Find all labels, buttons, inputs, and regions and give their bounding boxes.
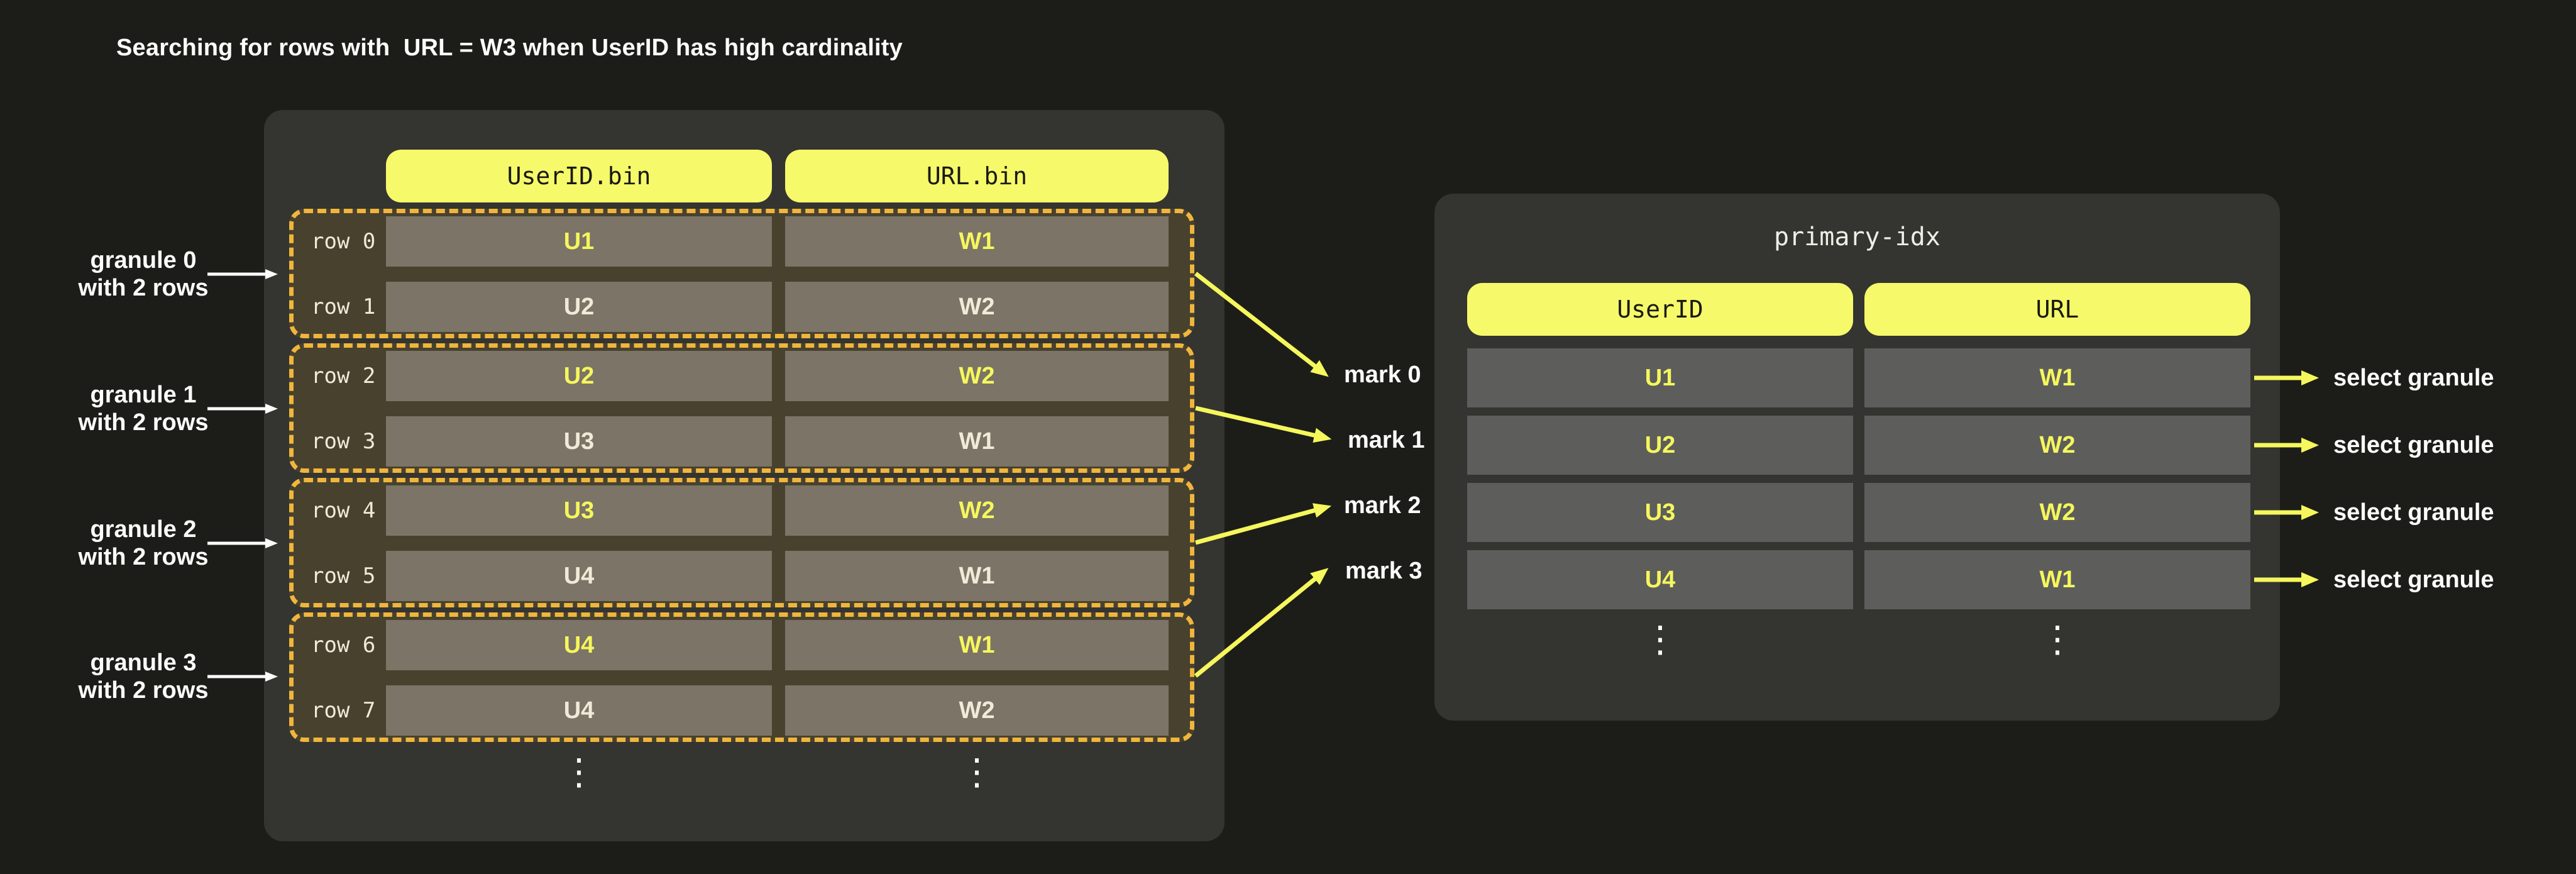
granule-box-0: row 0 U1 W1 row 1 U2 W2 bbox=[289, 209, 1194, 338]
row-label: row 5 bbox=[311, 563, 376, 589]
row-label: row 2 bbox=[311, 363, 376, 389]
userid-bin-cell: U2 bbox=[386, 351, 772, 401]
userid-index-ellipsis: ⋮ bbox=[1642, 617, 1678, 660]
granule-2-label: granule 2 with 2 rows bbox=[24, 516, 263, 571]
url-index-cell: W1 bbox=[1864, 348, 2250, 407]
granule-3-label-line2: with 2 rows bbox=[78, 677, 209, 704]
granule-1-label-line1: granule 1 bbox=[90, 382, 197, 408]
granule-box-1: row 2 U2 W2 row 3 U3 W1 bbox=[289, 343, 1194, 473]
url-bin-cell: W1 bbox=[785, 551, 1169, 601]
select-granule-3-label: select granule bbox=[2333, 567, 2494, 593]
url-bin-cell: W1 bbox=[785, 416, 1169, 467]
userid-index-cell: U3 bbox=[1467, 483, 1853, 542]
select-granule-2-label: select granule bbox=[2333, 499, 2494, 526]
mark-1-label: mark 1 bbox=[1348, 427, 1425, 453]
userid-bin-cell: U4 bbox=[386, 551, 772, 601]
primary-index-panel: primary-idx UserID URL U1 W1 U2 W2 U3 W2… bbox=[1434, 194, 2280, 721]
url-index-cell: W2 bbox=[1864, 416, 2250, 475]
mark-3-label: mark 3 bbox=[1345, 558, 1423, 584]
granule-0-label-line1: granule 0 bbox=[90, 247, 197, 274]
row-label: row 4 bbox=[311, 498, 376, 523]
granule-2-label-line1: granule 2 bbox=[90, 516, 197, 543]
userid-bin-cell: U3 bbox=[386, 485, 772, 536]
row-label: row 0 bbox=[311, 229, 376, 254]
userid-bin-cell: U2 bbox=[386, 282, 772, 332]
userid-index-cell: U2 bbox=[1467, 416, 1853, 475]
userid-bin-cell: U4 bbox=[386, 685, 772, 736]
granule-0-label-line2: with 2 rows bbox=[78, 275, 209, 301]
granule-0-label: granule 0 with 2 rows bbox=[24, 246, 263, 302]
userid-bin-column-header: UserID.bin bbox=[386, 150, 772, 202]
row-label: row 6 bbox=[311, 633, 376, 658]
granule-2-label-line2: with 2 rows bbox=[78, 544, 209, 570]
granule-1-label-line2: with 2 rows bbox=[78, 409, 209, 436]
select-granule-1-label: select granule bbox=[2333, 432, 2494, 458]
url-bin-cell: W2 bbox=[785, 485, 1169, 536]
row-label: row 3 bbox=[311, 429, 376, 454]
userid-bin-cell: U1 bbox=[386, 216, 772, 267]
url-bin-cell: W1 bbox=[785, 216, 1169, 267]
mark-0-label: mark 0 bbox=[1344, 362, 1421, 388]
mark-2-label: mark 2 bbox=[1344, 492, 1421, 519]
url-bin-column-header: URL.bin bbox=[785, 150, 1169, 202]
url-bin-ellipsis: ⋮ bbox=[959, 750, 995, 793]
primary-index-title: primary-idx bbox=[1774, 223, 1940, 252]
userid-index-column-header: UserID bbox=[1467, 283, 1853, 336]
granule-3-label-line1: granule 3 bbox=[90, 650, 197, 676]
granule-box-2: row 4 U3 W2 row 5 U4 W1 bbox=[289, 478, 1194, 607]
url-bin-cell: W1 bbox=[785, 620, 1169, 670]
userid-index-cell: U4 bbox=[1467, 550, 1853, 609]
userid-bin-ellipsis: ⋮ bbox=[561, 750, 597, 793]
select-granule-0-label: select granule bbox=[2333, 365, 2494, 391]
granule-1-label: granule 1 with 2 rows bbox=[24, 381, 263, 436]
granule-3-label: granule 3 with 2 rows bbox=[24, 649, 263, 704]
bin-files-panel: UserID.bin URL.bin row 0 U1 W1 row 1 U2 … bbox=[264, 110, 1225, 841]
row-label: row 7 bbox=[311, 698, 376, 723]
userid-bin-cell: U4 bbox=[386, 620, 772, 670]
granule-box-3: row 6 U4 W1 row 7 U4 W2 bbox=[289, 612, 1194, 742]
url-index-column-header: URL bbox=[1864, 283, 2250, 336]
userid-index-cell: U1 bbox=[1467, 348, 1853, 407]
url-index-cell: W2 bbox=[1864, 483, 2250, 542]
url-bin-cell: W2 bbox=[785, 685, 1169, 736]
url-bin-cell: W2 bbox=[785, 282, 1169, 332]
url-index-ellipsis: ⋮ bbox=[2039, 617, 2076, 660]
userid-bin-cell: U3 bbox=[386, 416, 772, 467]
page-title: Searching for rows with URL = W3 when Us… bbox=[116, 35, 903, 61]
row-label: row 1 bbox=[311, 294, 376, 319]
url-bin-cell: W2 bbox=[785, 351, 1169, 401]
url-index-cell: W1 bbox=[1864, 550, 2250, 609]
